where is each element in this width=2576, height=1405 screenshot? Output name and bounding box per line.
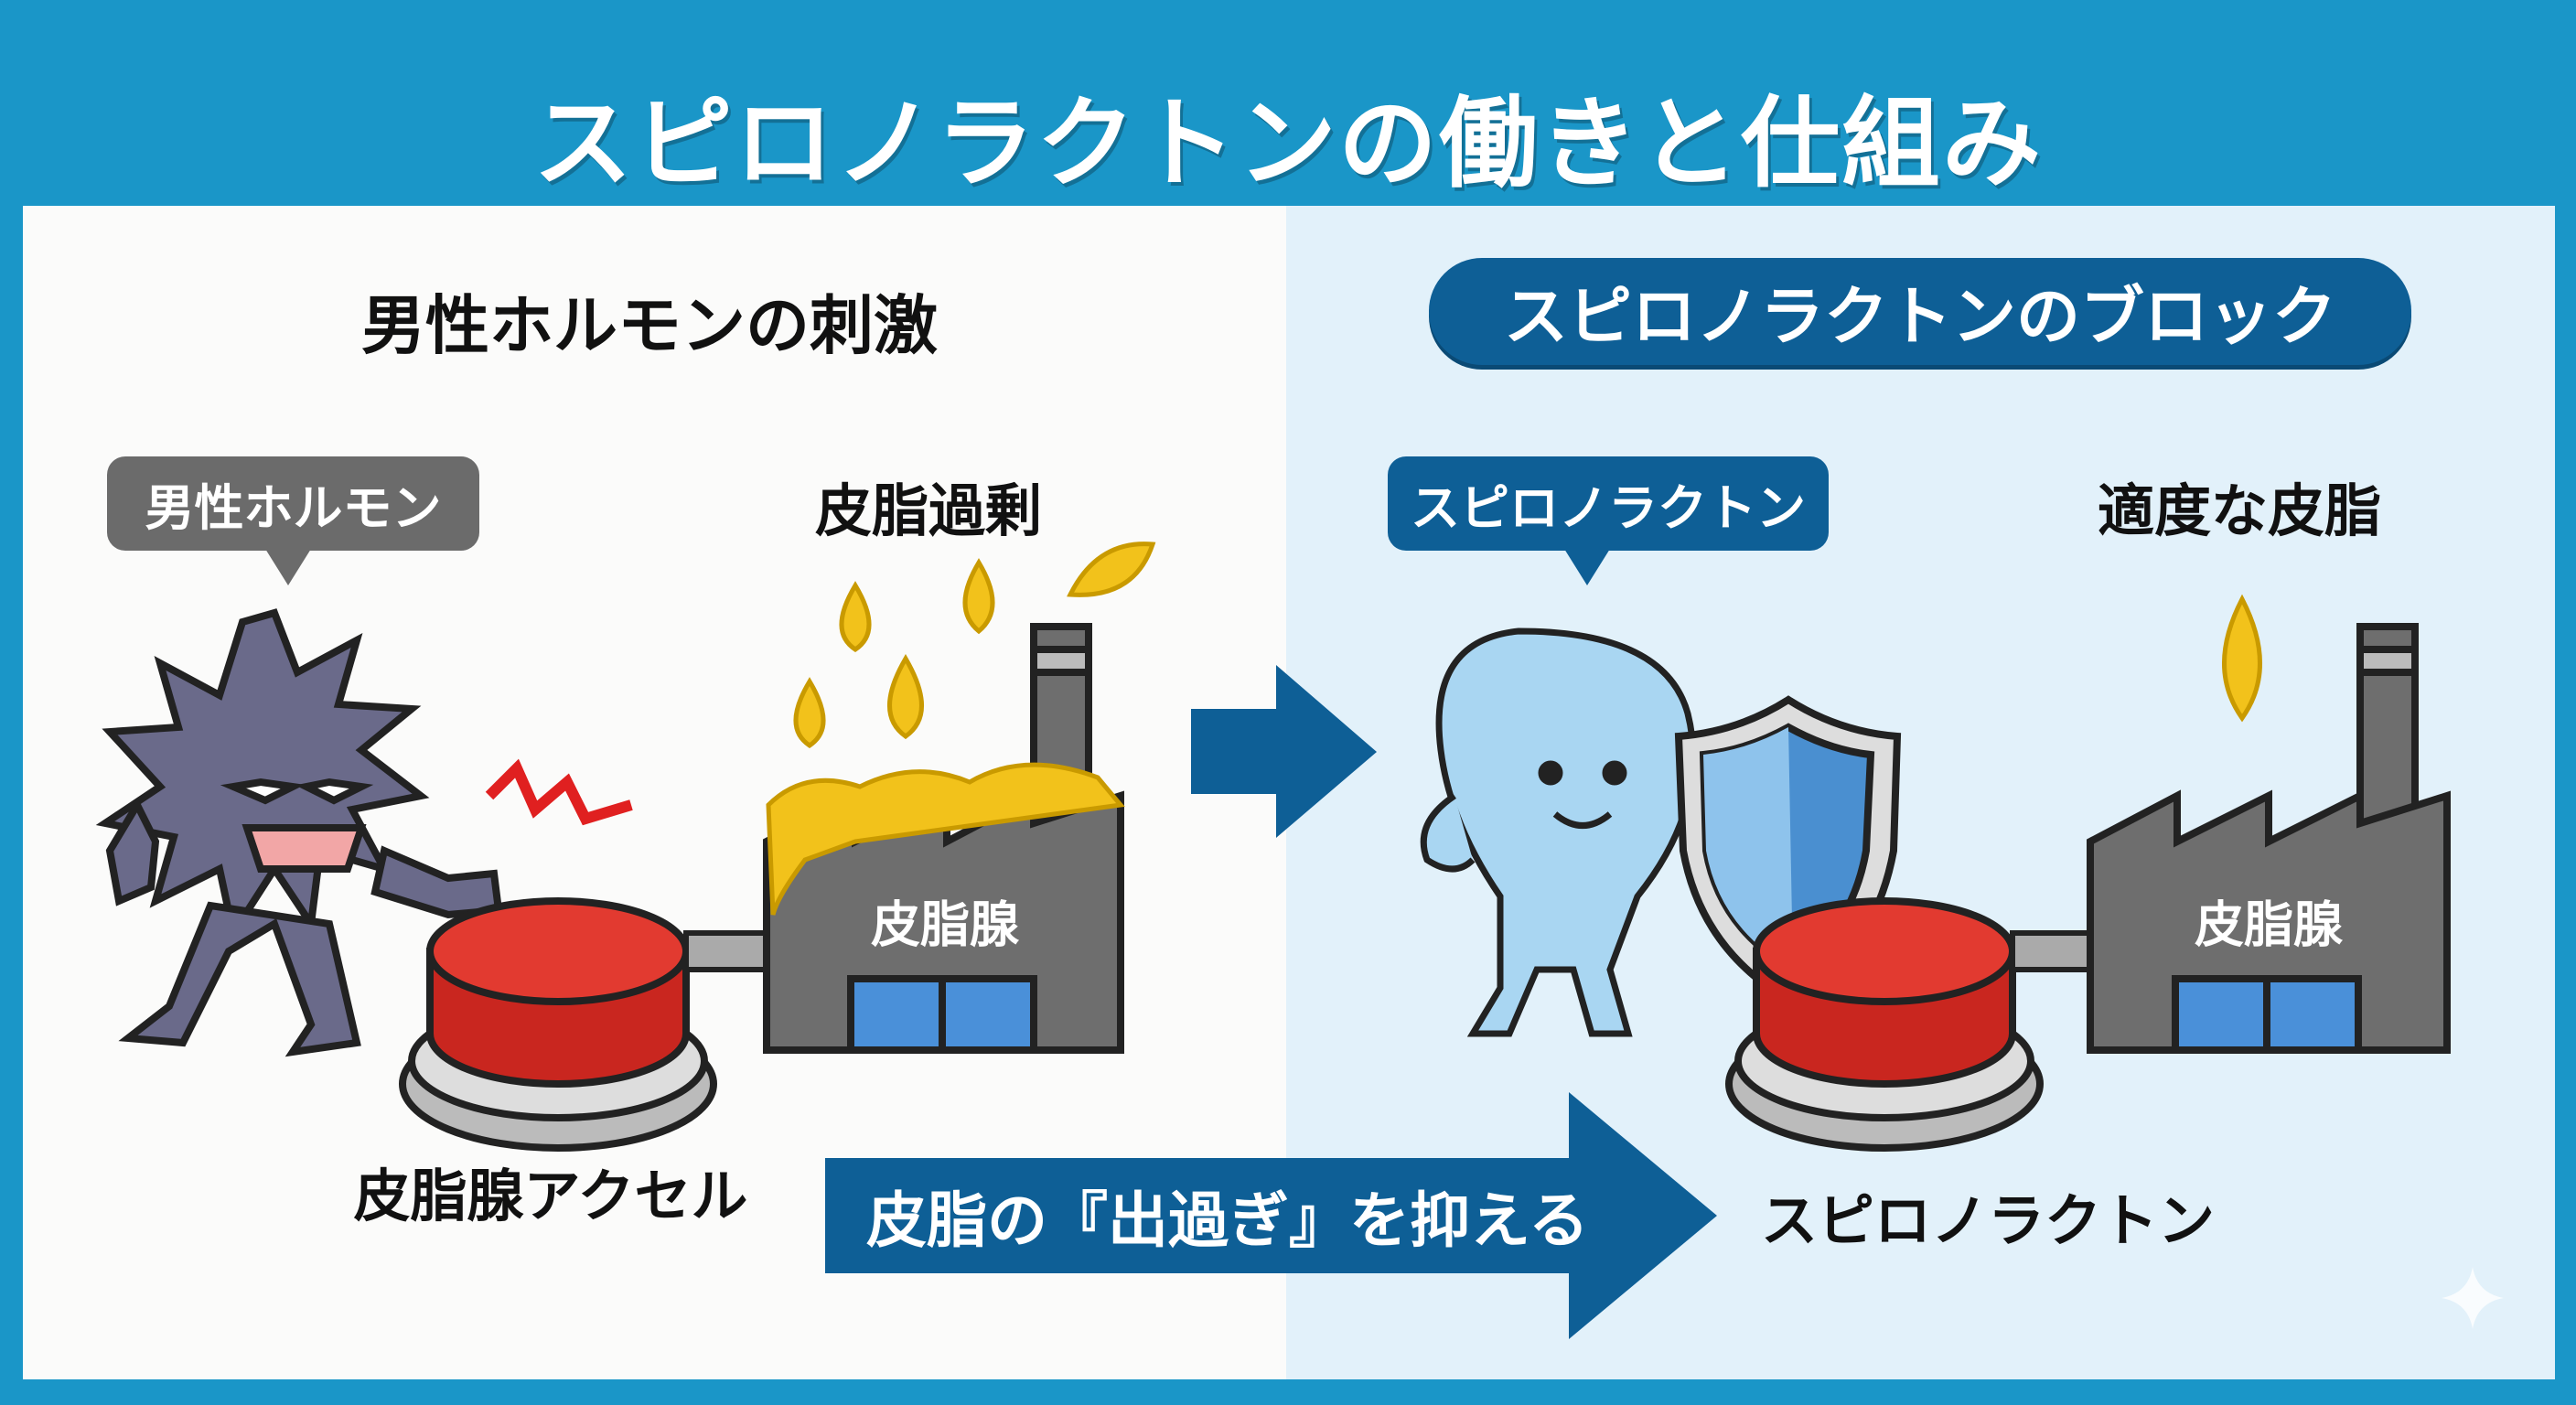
accelerator-button-left bbox=[399, 897, 717, 1152]
accelerator-button-right bbox=[1725, 897, 2044, 1152]
sebum-drops-icon bbox=[766, 542, 1156, 916]
sparkle-icon bbox=[2442, 1267, 2504, 1329]
hormone-bubble: 男性ホルモン bbox=[107, 456, 479, 551]
spironolactone-character-icon bbox=[1420, 627, 1697, 1037]
gray-bubble-tail bbox=[265, 549, 311, 585]
factory-right-icon bbox=[2087, 623, 2451, 1054]
right-heading-pill: スピロノラクトンのブロック bbox=[1429, 258, 2411, 365]
left-heading: 男性ホルモンの刺激 bbox=[361, 288, 938, 363]
excess-sebum-label: 皮脂過剰 bbox=[814, 477, 1043, 544]
bottom-arrow-icon bbox=[825, 1092, 1717, 1339]
moderate-sebum-label: 適度な皮脂 bbox=[2097, 477, 2382, 544]
factory-left-icon bbox=[763, 623, 1124, 1054]
bottom-arrow-text: 皮脂の『出過ぎ』を抑える bbox=[865, 1185, 1590, 1256]
page-title: スピロノラクトンの働きと仕組み bbox=[532, 87, 2043, 201]
blue-bubble-tail bbox=[1564, 549, 1610, 585]
accelerator-label: 皮脂腺アクセル bbox=[353, 1163, 748, 1229]
connector-right bbox=[2010, 930, 2093, 972]
virus-hormone-icon bbox=[95, 608, 503, 1057]
spark-icon bbox=[485, 758, 633, 826]
transition-arrow-icon bbox=[1191, 665, 1377, 838]
factory-left-label: 皮脂腺 bbox=[871, 896, 1019, 954]
spironolactone-bubble: スピロノラクトン bbox=[1388, 456, 1829, 551]
single-drop-icon bbox=[2222, 594, 2262, 723]
spironolactone-bottom-label: スピロノラクトン bbox=[1760, 1187, 2216, 1254]
connector-left bbox=[683, 930, 771, 972]
factory-right-label: 皮脂腺 bbox=[2195, 896, 2343, 954]
